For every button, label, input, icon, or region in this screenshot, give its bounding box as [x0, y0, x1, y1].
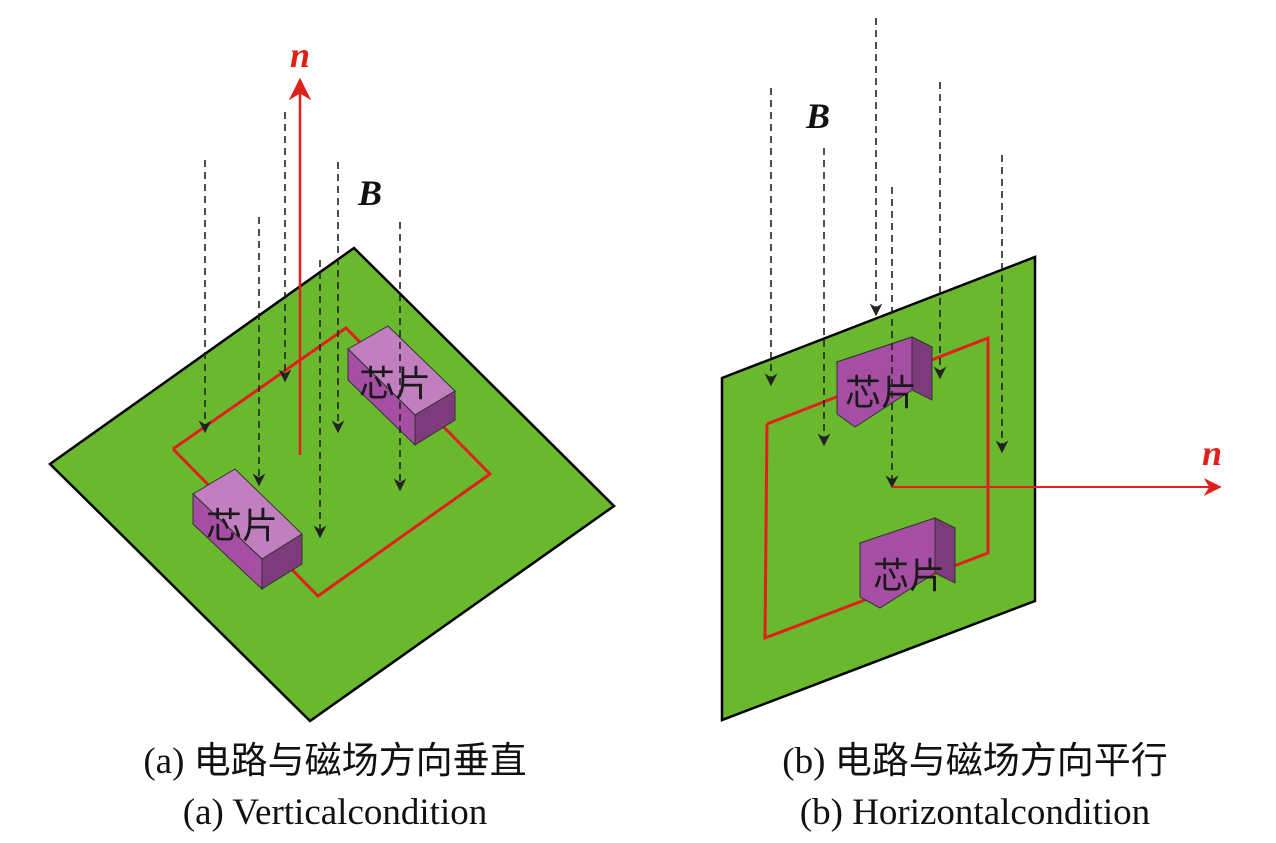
chip-b-upper: 芯片 [835, 336, 934, 428]
chip-a-upper: 芯片 [347, 325, 456, 447]
caption-b-en: (b) Horizontalcondition [799, 792, 1151, 833]
circuit-board-b [720, 255, 1037, 722]
chip-a-lower-label: 芯片 [206, 506, 278, 547]
normal-label-b: n [1202, 433, 1222, 473]
field-label-a: B [357, 173, 382, 213]
panel-a: 芯片 芯片 n B [48, 35, 616, 723]
chip-b-upper-label: 芯片 [845, 373, 917, 414]
chip-a-lower: 芯片 [192, 468, 303, 591]
panel-b: 芯片 芯片 n B [720, 18, 1222, 722]
caption-b-zh: (b) 电路与磁场方向平行 [782, 741, 1168, 782]
field-lines-a [198, 112, 407, 539]
circuit-board-a [48, 246, 616, 723]
caption-a-zh: (a) 电路与磁场方向垂直 [143, 741, 527, 782]
chip-b-lower: 芯片 [858, 517, 957, 609]
chip-b-lower-label: 芯片 [873, 556, 945, 597]
chip-a-upper-label: 芯片 [359, 364, 431, 405]
caption-a-en: (a) Verticalcondition [182, 792, 488, 833]
field-lines-b [764, 18, 1009, 489]
field-label-b: B [805, 96, 830, 136]
normal-label-a: n [290, 35, 310, 75]
